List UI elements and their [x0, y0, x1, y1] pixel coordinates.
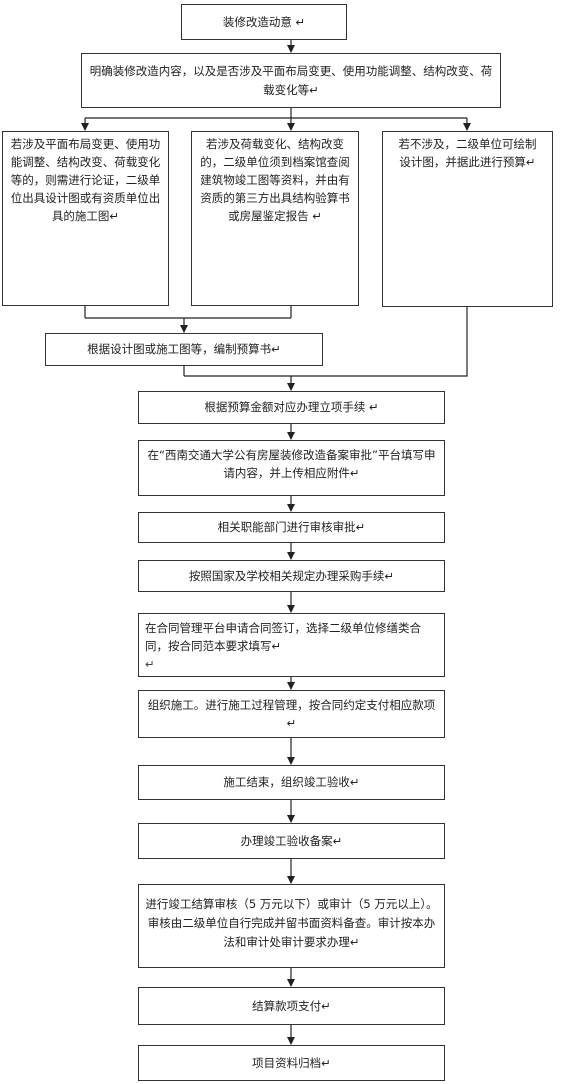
step-acceptance-filing: 办理竣工验收备案↵ — [138, 823, 445, 859]
step-archive-text: 项目资料归档↵ — [252, 1055, 331, 1070]
step-budget-text: 根据设计图或施工图等，编制预算书↵ — [87, 342, 281, 356]
step-settlement-audit-text: 进行竣工结算审核（5 万元以下）或审计（5 万元以上）。审核由二级单位自行完成并… — [145, 897, 438, 949]
step-procurement-text: 按照国家及学校相关规定办理采购手续↵ — [188, 568, 395, 583]
step-payment-text: 结算款项支付↵ — [252, 998, 331, 1013]
step-contract-sign-text: 在合同管理平台申请合同签订，选择二级单位修缮类合同，按合同范本要求填写↵ — [145, 621, 421, 653]
branch-layout-change-text: 若涉及平面布局变更、使用功能调整、结构改变、荷载变化等的，则需进行论证，二级单位… — [10, 137, 161, 223]
step-intent: 装修改造动意 ↵ — [181, 4, 347, 40]
step-platform-apply: 在“西南交通大学公有房屋装修改造备案审批”平台填写申请内容，并上传相应附件↵ — [138, 440, 445, 496]
step-payment: 结算款项支付↵ — [138, 987, 445, 1025]
step-contract-sign-mark: ↵ — [145, 657, 155, 671]
step-budget: 根据设计图或施工图等，编制预算书↵ — [45, 333, 323, 366]
step-construction-text: 组织施工。进行施工过程管理，按合同约定支付相应款项↵ — [147, 698, 436, 730]
step-clarify-scope-text: 明确装修改造内容，以及是否涉及平面布局变更、使用功能调整、结构改变、荷载变化等↵ — [89, 64, 493, 97]
step-completion-acceptance-text: 施工结束，组织竣工验收↵ — [223, 775, 360, 789]
branch-not-involved: 若不涉及，二级单位可绘制设计图，并据此进行预算↵ — [382, 131, 553, 307]
step-construction: 组织施工。进行施工过程管理，按合同约定支付相应款项↵ — [138, 690, 445, 738]
step-archive: 项目资料归档↵ — [138, 1045, 445, 1081]
step-settlement-audit: 进行竣工结算审核（5 万元以下）或审计（5 万元以上）。审核由二级单位自行完成并… — [138, 884, 445, 968]
step-procurement: 按照国家及学校相关规定办理采购手续↵ — [138, 560, 445, 592]
step-project-approval-text: 根据预算金额对应办理立项手续 ↵ — [204, 400, 379, 414]
branch-not-involved-text: 若不涉及，二级单位可绘制设计图，并据此进行预算↵ — [398, 137, 537, 169]
step-platform-apply-text: 在“西南交通大学公有房屋装修改造备案审批”平台填写申请内容，并上传相应附件↵ — [147, 448, 436, 480]
step-department-review-text: 相关职能部门进行审核审批↵ — [217, 520, 366, 534]
branch-load-change-text: 若涉及荷载变化、结构改变的，二级单位须到档案馆查阅建筑物竣工图等资料，并由有资质… — [200, 137, 350, 223]
step-completion-acceptance: 施工结束，组织竣工验收↵ — [138, 765, 445, 800]
step-project-approval: 根据预算金额对应办理立项手续 ↵ — [138, 391, 445, 424]
step-department-review: 相关职能部门进行审核审批↵ — [138, 512, 445, 543]
step-contract-sign: 在合同管理平台申请合同签订，选择二级单位修缮类合同，按合同范本要求填写↵ ↵ — [138, 613, 445, 677]
branch-layout-change: 若涉及平面布局变更、使用功能调整、结构改变、荷载变化等的，则需进行论证，二级单位… — [2, 131, 169, 306]
branch-load-change: 若涉及荷载变化、结构改变的，二级单位须到档案馆查阅建筑物竣工图等资料，并由有资质… — [191, 131, 359, 306]
line-b3-bypass — [184, 307, 468, 377]
step-acceptance-filing-text: 办理竣工验收备案↵ — [240, 833, 343, 848]
step-intent-text: 装修改造动意 ↵ — [222, 14, 306, 29]
step-clarify-scope: 明确装修改造内容，以及是否涉及平面布局变更、使用功能调整、结构改变、荷载变化等↵ — [81, 53, 501, 108]
